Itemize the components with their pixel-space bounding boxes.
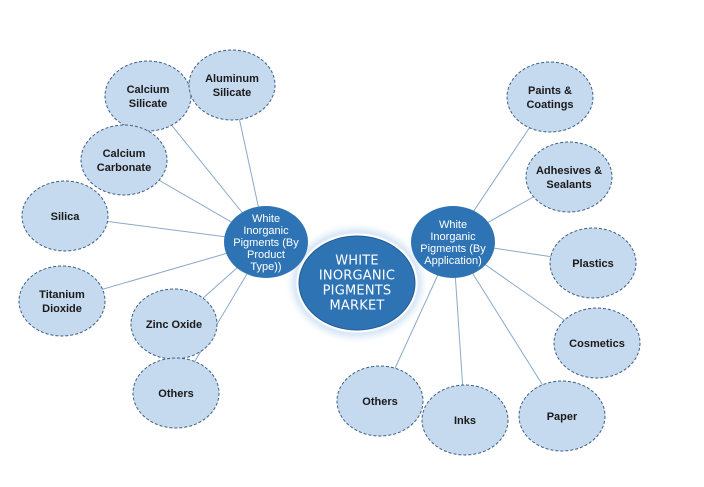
center-label-line: INORGANIC: [319, 269, 395, 284]
application-node-label-line: Coatings: [526, 99, 573, 111]
application-node-plastics: Plastics: [549, 227, 637, 299]
product-type-node-label-line: Dioxide: [42, 303, 82, 315]
application-node-others: Others: [336, 365, 424, 437]
product-type-node-circle: [188, 49, 276, 121]
application-node-circle: [525, 141, 613, 213]
product-type-node-label-line: Titanium: [39, 289, 85, 301]
product-type-node-label-line: Zinc Oxide: [146, 319, 202, 331]
application-node-label-line: Plastics: [572, 258, 614, 270]
product-type-node-label-line: Carbonate: [97, 162, 151, 174]
product-type-node-label-line: Silica: [51, 211, 81, 223]
hub-product-type-label-line: White: [252, 213, 280, 225]
hub-product-type-label-line: Pigments (By: [233, 237, 299, 249]
application-node-label: Cosmetics: [569, 338, 625, 350]
hub-application-label-line: Pigments (By: [420, 243, 486, 255]
product-type-node-others: Others: [132, 357, 220, 429]
application-node-circle: [518, 380, 606, 452]
product-type-node-label: Silica: [51, 211, 81, 223]
application-node-label: Others: [362, 396, 397, 408]
application-node-label-line: Inks: [454, 415, 476, 427]
application-node-label: Adhesives & Sealants: [536, 165, 602, 191]
hub-product-type-label-line: Type)): [250, 261, 281, 273]
hub-application-label-line: White: [439, 219, 467, 231]
product-type-node-silica: Silica: [21, 180, 109, 252]
product-type-node-label: Others: [158, 388, 193, 400]
application-node-label-line: Sealants: [546, 179, 591, 191]
application-node-label-line: Paper: [547, 411, 578, 423]
application-node-cosmetics: Cosmetics: [553, 307, 641, 379]
product-type-node-circle: [80, 124, 168, 196]
application-node-label: Plastics: [572, 258, 614, 270]
application-node-paints-coatings: Paints & Coatings: [506, 61, 594, 133]
application-node-circle: [549, 227, 637, 299]
application-node-label: Paper: [547, 411, 578, 423]
product-type-node-circle: [104, 60, 192, 132]
application-node-inks: Inks: [421, 384, 509, 456]
product-type-node-label-line: Calcium: [103, 148, 146, 160]
product-type-node-label: Zinc Oxide: [146, 319, 202, 331]
hub-product-type-circle: [224, 206, 308, 278]
product-type-node-zinc-oxide: Zinc Oxide: [130, 288, 218, 360]
application-node-label: Inks: [454, 415, 476, 427]
application-node-circle: [336, 365, 424, 437]
application-node-label-line: Others: [362, 396, 397, 408]
application-node-label-line: Cosmetics: [569, 338, 625, 350]
application-node-circle: [553, 307, 641, 379]
application-node-circle: [506, 61, 594, 133]
center-label-line: WHITE: [335, 254, 379, 269]
center-label-line: MARKET: [329, 299, 384, 314]
application-node-paper: Paper: [518, 380, 606, 452]
hub-application-label-line: Application): [424, 255, 481, 267]
hub-product-type-label-line: Product: [247, 249, 285, 261]
application-node-circle: [421, 384, 509, 456]
center-label-line: PIGMENTS: [323, 284, 392, 299]
application-node-label: Paints & Coatings: [526, 85, 573, 111]
hub-application-label-line: Inorganic: [430, 231, 476, 243]
hub-product-type-label-line: Inorganic: [243, 225, 289, 237]
product-type-node-circle: [21, 180, 109, 252]
product-type-node-label-line: Silicate: [129, 98, 168, 110]
product-type-node-label-line: Aluminum: [205, 73, 259, 85]
product-type-node-circle: [132, 357, 220, 429]
product-type-node-label-line: Others: [158, 388, 193, 400]
application-node-label-line: Paints &: [528, 85, 572, 97]
hub-application-circle: [411, 206, 495, 278]
product-type-node-label-line: Silicate: [213, 87, 252, 99]
center-circle: [298, 235, 416, 331]
application-node-adhesives-sealants: Adhesives & Sealants: [525, 141, 613, 213]
product-type-node-label-line: Calcium: [127, 84, 170, 96]
application-node-label-line: Adhesives &: [536, 165, 602, 177]
product-type-node-circle: [18, 265, 106, 337]
